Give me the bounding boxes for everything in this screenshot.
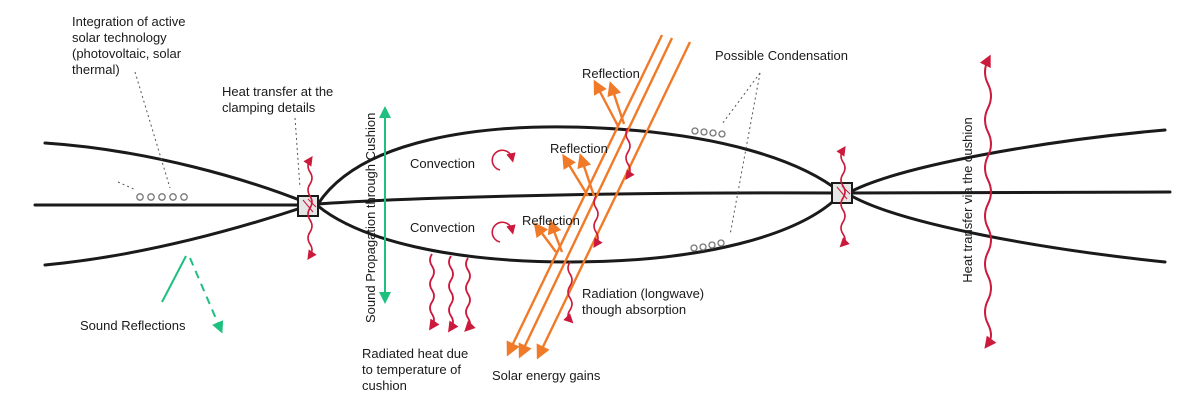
left-cushion-top bbox=[43, 141, 309, 205]
absorption-heat-top bbox=[625, 127, 635, 180]
reflection-ray-mid-1 bbox=[562, 153, 590, 197]
label-radiated-heat: Radiated heat due to temperature of cush… bbox=[362, 346, 469, 393]
solar-rays bbox=[506, 34, 692, 360]
label-radiation-longwave: Radiation (longwave) though absorption bbox=[582, 286, 705, 317]
absorption-heat-low bbox=[563, 261, 574, 324]
center-cushion-bottom bbox=[316, 193, 842, 264]
right-cushion-bottom bbox=[846, 192, 1167, 264]
label-sound-reflections: Sound Reflections bbox=[80, 318, 186, 333]
solar-ray-3 bbox=[536, 41, 692, 360]
heat-via-cushion-arrow bbox=[979, 54, 997, 349]
right-cushion-top bbox=[846, 128, 1167, 195]
solar-ray-2 bbox=[518, 37, 674, 359]
label-heat-via-cushion: Heat transfer via the cushion bbox=[960, 117, 975, 283]
left-cushion-bottom bbox=[43, 204, 309, 267]
reflection-ray-low-1 bbox=[533, 222, 557, 253]
clamp-heat-left bbox=[303, 156, 317, 260]
center-cushion-middle bbox=[316, 191, 842, 206]
convection-loop-bottom bbox=[491, 221, 516, 243]
reflection-ray-mid-2 bbox=[577, 153, 596, 197]
radiated-heat-1 bbox=[429, 253, 440, 331]
sound-reflection-line bbox=[161, 255, 187, 303]
label-sound-propagation: Sound Propagation through Cushion bbox=[363, 112, 378, 323]
reflection-ray-top-1 bbox=[593, 79, 620, 127]
label-reflection-low: Reflection bbox=[522, 213, 580, 228]
absorption-heat-mid bbox=[593, 195, 603, 248]
clamp-heat-right bbox=[836, 146, 850, 248]
sound-reflection-dashed bbox=[189, 257, 224, 334]
convection-loop-top bbox=[491, 149, 516, 171]
label-convection-top: Convection bbox=[410, 156, 476, 171]
radiated-heat-3 bbox=[464, 257, 476, 332]
droplets bbox=[136, 127, 726, 252]
leader-lines bbox=[117, 71, 761, 236]
heat-arrows bbox=[303, 54, 997, 349]
label-possible-condensation: Possible Condensation bbox=[715, 48, 848, 63]
right-cushion-middle bbox=[846, 190, 1172, 195]
label-reflection-mid: Reflection bbox=[550, 141, 608, 156]
label-solar-gains: Solar energy gains bbox=[492, 368, 601, 383]
sound-arrows bbox=[161, 106, 391, 334]
radiated-heat-2 bbox=[448, 255, 459, 333]
label-convection-bottom: Convection bbox=[410, 220, 476, 235]
reflection-ray-low-2 bbox=[547, 219, 564, 253]
label-heat-clamping: Heat transfer at the clamping details bbox=[222, 84, 334, 115]
center-cushion-top bbox=[316, 125, 842, 206]
label-reflection-top: Reflection bbox=[582, 66, 640, 81]
reflection-ray-top-2 bbox=[607, 81, 626, 125]
label-solar-tech: Integration of active solar technology (… bbox=[72, 14, 186, 77]
